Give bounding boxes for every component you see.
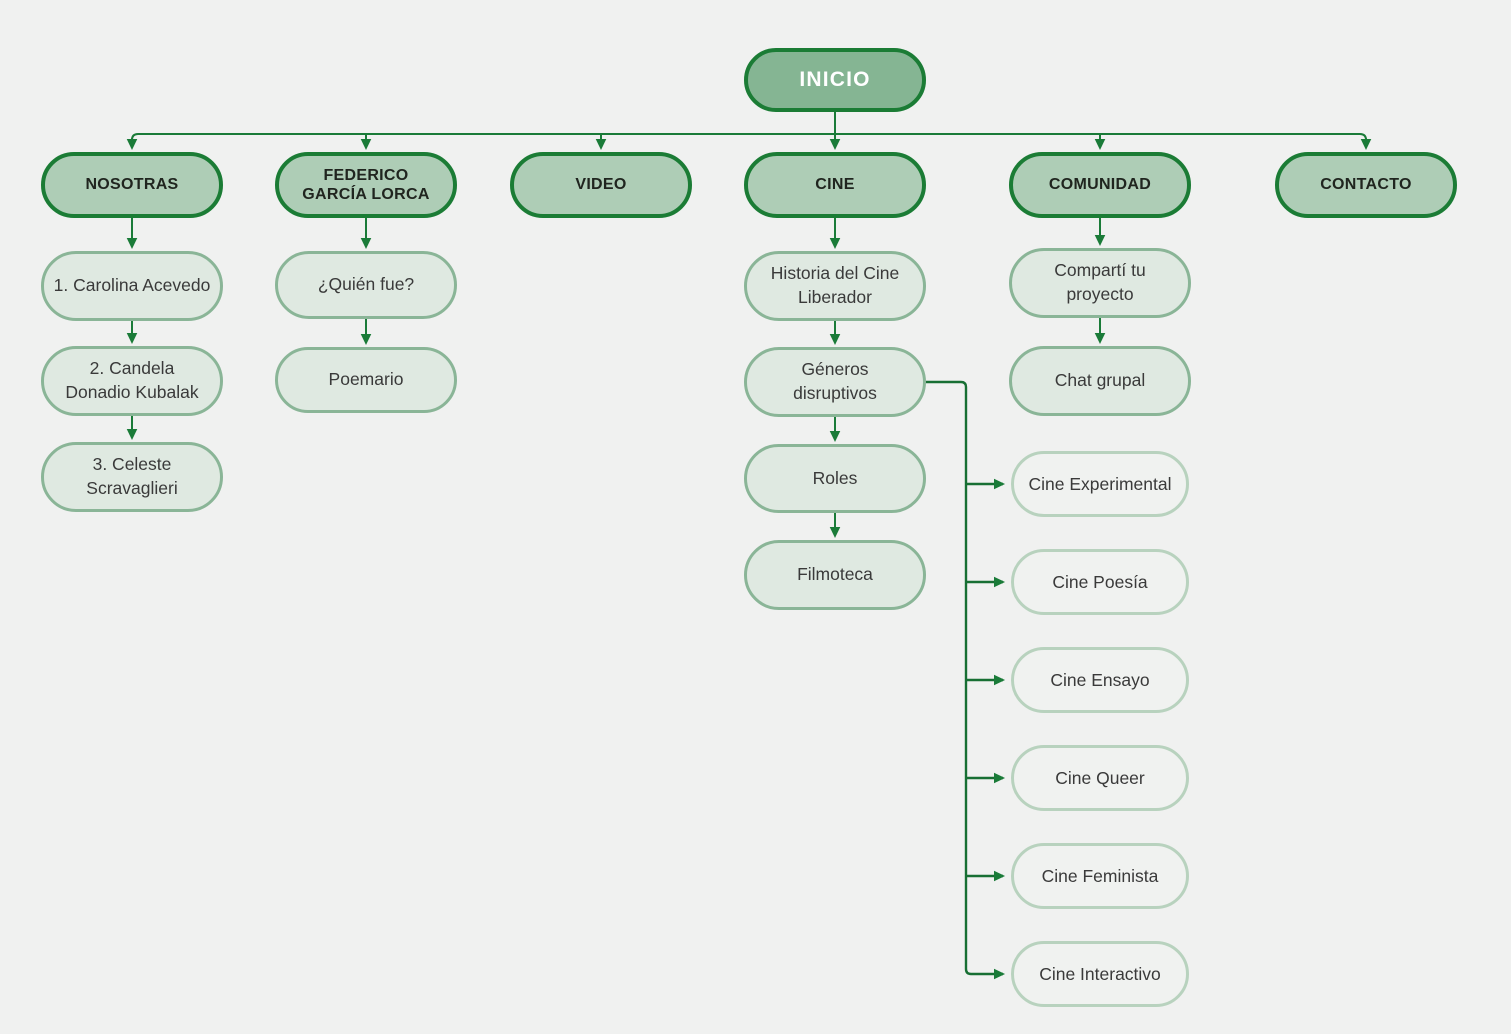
node-quien-fue[interactable]: ¿Quién fue? [275, 251, 457, 319]
node-candela-donadio[interactable]: 2. Candela Donadio Kubalak [41, 346, 223, 416]
node-comparti-label: Compartí tu proyecto [1054, 260, 1146, 304]
rail-and-stubs [126, 112, 1372, 539]
node-ensayo-label: Cine Ensayo [1050, 669, 1150, 690]
node-comparti-tu-proyecto[interactable]: Compartí tu proyecto [1009, 248, 1191, 318]
node-experimental-label: Cine Experimental [1028, 473, 1172, 494]
node-contacto[interactable]: CONTACTO [1275, 152, 1457, 218]
node-cine-interactivo[interactable]: Cine Interactivo [1011, 941, 1189, 1007]
node-cine-label: CINE [815, 176, 855, 194]
node-candela-label: 2. Candela Donadio Kubalak [65, 358, 199, 402]
node-poemario-label: Poemario [328, 369, 404, 390]
node-cine-ensayo[interactable]: Cine Ensayo [1011, 647, 1189, 713]
node-nosotras[interactable]: NOSOTRAS [41, 152, 223, 218]
node-celeste-label: 3. Celeste Scravaglieri [86, 454, 178, 498]
genre-spine [926, 380, 1006, 980]
node-carolina-acevedo[interactable]: 1. Carolina Acevedo [41, 251, 223, 321]
node-cine-poesia[interactable]: Cine Poesía [1011, 549, 1189, 615]
node-contacto-label: CONTACTO [1320, 176, 1412, 194]
node-nosotras-label: NOSOTRAS [85, 176, 179, 194]
node-generos-label: Géneros disruptivos [793, 359, 877, 403]
node-celeste-scravaglieri[interactable]: 3. Celeste Scravaglieri [41, 442, 223, 512]
node-historia-label: Historia del Cine Liberador [770, 263, 900, 307]
node-feminista-label: Cine Feminista [1041, 865, 1159, 886]
node-federico-label: FEDERICO GARCÍA LORCA [302, 166, 430, 203]
node-federico-garcia-lorca[interactable]: FEDERICO GARCÍA LORCA [275, 152, 457, 218]
node-inicio[interactable]: INICIO [744, 48, 926, 112]
node-comunidad-label: COMUNIDAD [1048, 176, 1152, 194]
node-cine-feminista[interactable]: Cine Feminista [1011, 843, 1189, 909]
node-cine-experimental[interactable]: Cine Experimental [1011, 451, 1189, 517]
node-chat-label: Chat grupal [1054, 370, 1146, 391]
node-interactivo-label: Cine Interactivo [1039, 963, 1161, 984]
node-inicio-label: INICIO [799, 68, 871, 92]
node-video[interactable]: VIDEO [510, 152, 692, 218]
node-roles[interactable]: Roles [744, 444, 926, 513]
node-video-label: VIDEO [575, 176, 627, 194]
node-poemario[interactable]: Poemario [275, 347, 457, 413]
node-carolina-label: 1. Carolina Acevedo [53, 275, 211, 296]
node-historia-cine-liberador[interactable]: Historia del Cine Liberador [744, 251, 926, 321]
node-chat-grupal[interactable]: Chat grupal [1009, 346, 1191, 416]
wire-rail [131, 133, 1367, 147]
node-comunidad[interactable]: COMUNIDAD [1009, 152, 1191, 218]
wire-spine-interactivo [926, 380, 1006, 980]
node-filmoteca[interactable]: Filmoteca [744, 540, 926, 610]
node-generos-disruptivos[interactable]: Géneros disruptivos [744, 347, 926, 417]
node-queer-label: Cine Queer [1055, 767, 1145, 788]
node-quien-fue-label: ¿Quién fue? [317, 274, 415, 295]
node-cine-queer[interactable]: Cine Queer [1011, 745, 1189, 811]
node-poesia-label: Cine Poesía [1052, 571, 1148, 592]
node-cine[interactable]: CINE [744, 152, 926, 218]
node-roles-label: Roles [812, 467, 858, 488]
node-filmoteca-label: Filmoteca [797, 564, 873, 585]
